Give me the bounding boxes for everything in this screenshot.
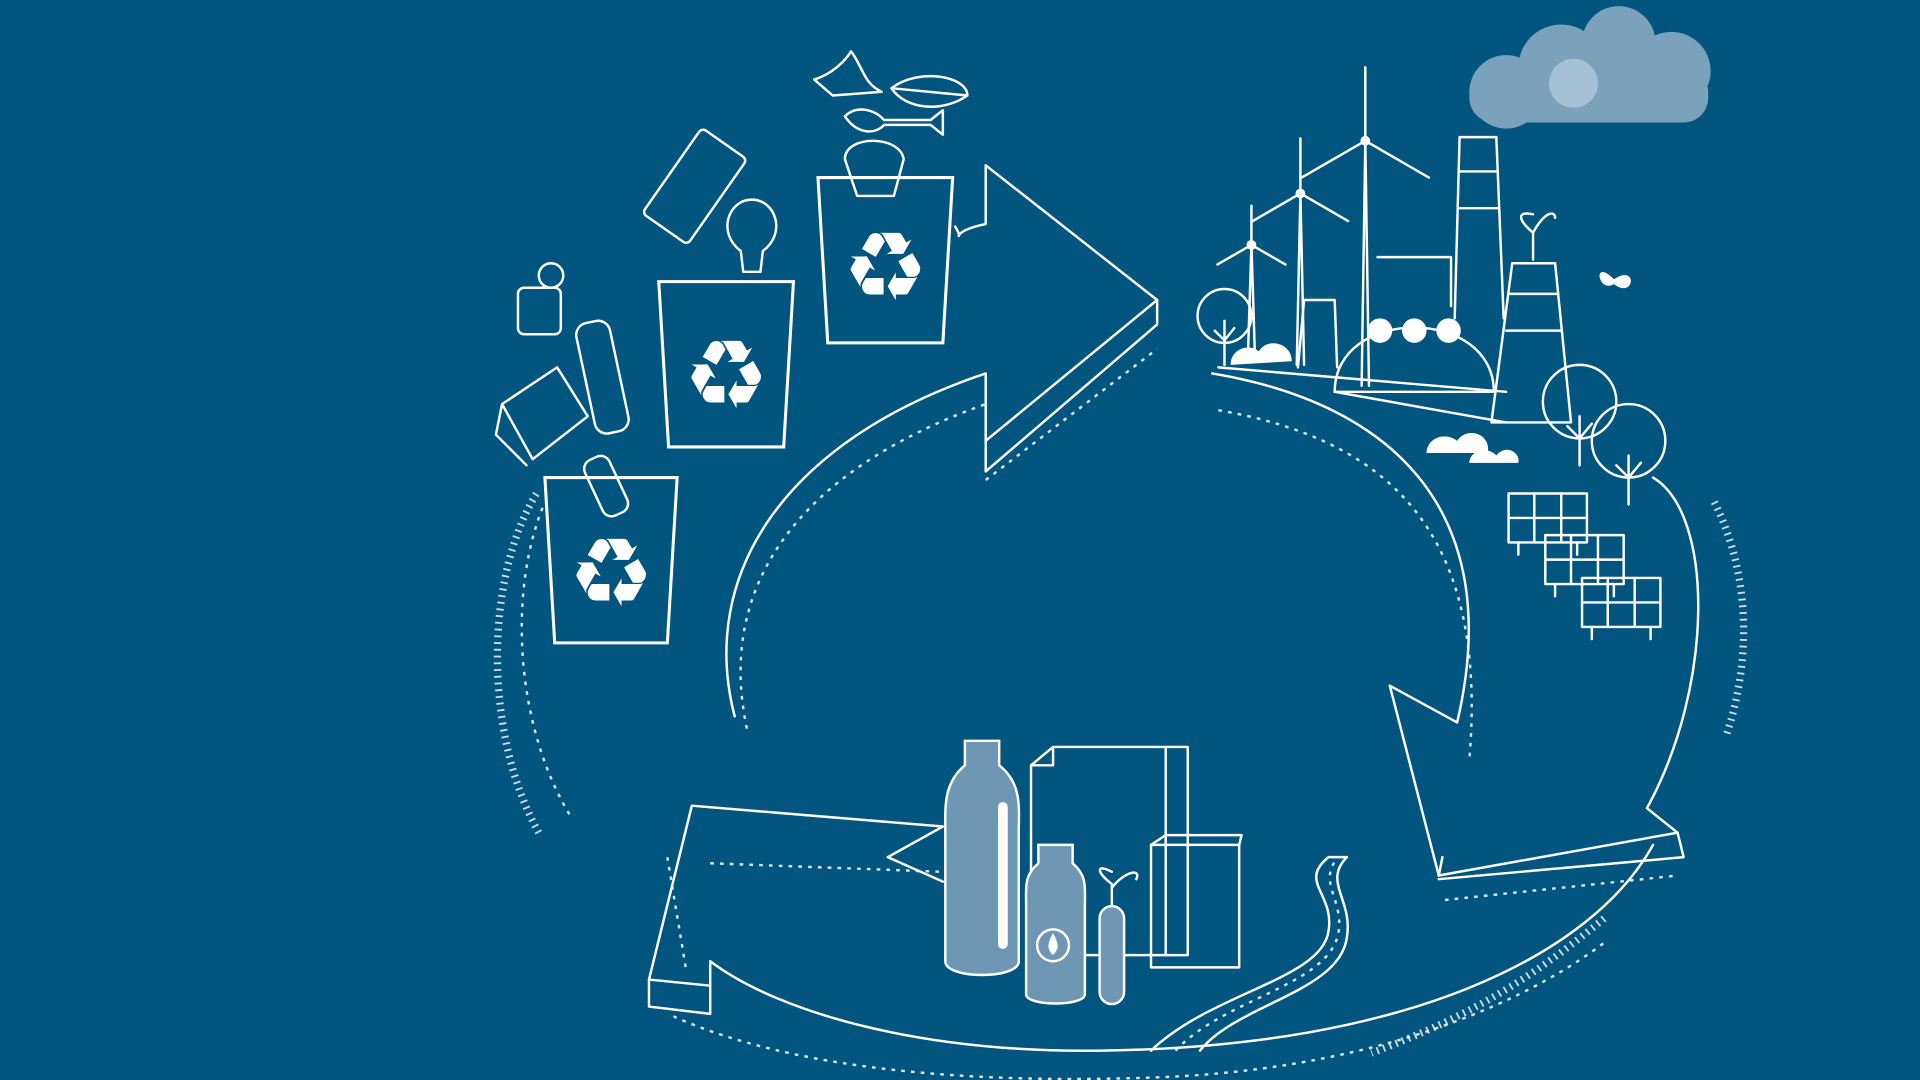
solar-panel-icon <box>1544 533 1625 598</box>
factory-window <box>1402 318 1427 343</box>
cycle-arrow-icon <box>1211 372 1700 902</box>
outer-decorative-arcs <box>493 487 1748 1057</box>
large-bottle-icon <box>944 739 1021 977</box>
water-drop-icon <box>1035 928 1071 963</box>
cycle-arrow-icon <box>725 164 1159 729</box>
box-icon <box>494 366 589 467</box>
factory-window <box>1436 318 1461 343</box>
phone-icon <box>642 128 747 245</box>
tree-icon <box>1196 287 1253 367</box>
solar-panels <box>1507 492 1662 641</box>
recycling-bin-icon: ♻ <box>657 280 796 449</box>
banana-peel-icon <box>813 50 883 97</box>
waste-bottle-icon <box>582 454 630 518</box>
bottle-highlight <box>997 802 1008 949</box>
can-icon <box>516 286 563 336</box>
ground-line <box>1217 366 1508 424</box>
sprout-icon <box>1519 212 1557 261</box>
road-icon <box>1149 855 1349 1052</box>
tree-icon <box>1541 363 1618 467</box>
butterfly-icon <box>1599 272 1631 289</box>
light-bulb-icon <box>726 198 778 274</box>
bottle-icon <box>575 319 630 435</box>
small-bottle-icon <box>1024 843 1087 1005</box>
box-top <box>1149 833 1243 847</box>
recycle-symbol-icon: ♻ <box>683 319 769 431</box>
factory-window <box>1367 318 1393 343</box>
chimney-icon <box>1453 135 1505 320</box>
test-tube-sprout-icon <box>1098 904 1126 1006</box>
water-drop-glyph <box>1048 933 1058 956</box>
cycle-arrow-icon <box>647 804 1655 1080</box>
leaf-icon <box>890 75 969 108</box>
wind-turbine-icon <box>1216 204 1287 363</box>
fish-bone-icon <box>843 108 945 136</box>
small-cloud-icon <box>1230 343 1519 463</box>
energy-landscape <box>1196 6 1711 641</box>
recycle-symbol-icon: ♻ <box>568 517 654 629</box>
recycle-symbol-icon: ♻ <box>842 211 928 323</box>
waste-items <box>494 50 969 518</box>
recycling-bin-icon: ♻ <box>816 176 955 345</box>
box-icon <box>1149 843 1241 969</box>
tree-icon <box>1590 402 1667 506</box>
products <box>944 739 1349 1052</box>
recycling-bin-icon: ♻ <box>543 476 679 645</box>
sprout-leaf <box>1098 867 1139 908</box>
cloud-highlight <box>1548 58 1598 108</box>
solar-panel-icon <box>1580 576 1662 641</box>
solar-panel-icon <box>1507 492 1589 556</box>
bread-icon <box>843 139 905 198</box>
wind-turbine-icon <box>1300 66 1431 387</box>
can-ring <box>537 262 565 289</box>
road-center-line <box>1174 856 1341 1052</box>
cooling-tower-icon <box>1490 262 1573 424</box>
